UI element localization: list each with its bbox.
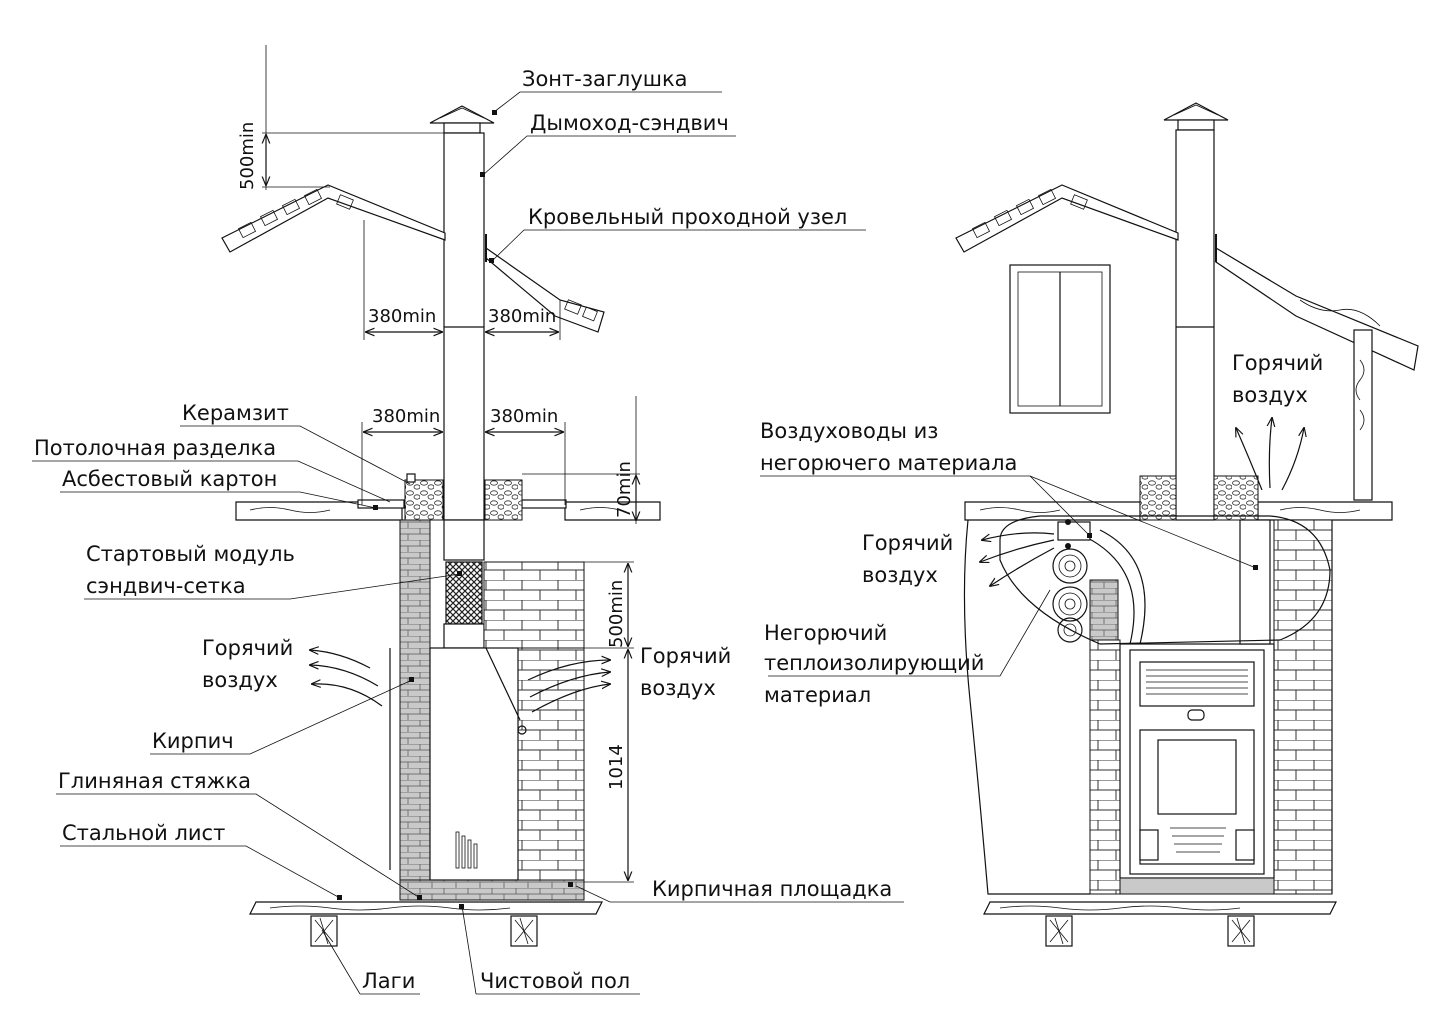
dim-top: 500min <box>237 122 258 190</box>
label-chimney: Дымоход-сэндвич <box>530 111 729 135</box>
dim-roof-left: 380min <box>368 306 436 327</box>
label-ducts-2: негорючего материала <box>760 451 1017 475</box>
label-insul-1: Негорючий <box>764 621 887 645</box>
label-start-module-2: сэндвич-сетка <box>86 574 246 598</box>
chimney-cap-left <box>429 105 495 134</box>
label-hot-air-left-1: Горячий <box>202 636 293 660</box>
brick-enclosure-right <box>1089 519 1333 895</box>
roof-left <box>221 184 605 333</box>
label-ducts-1: Воздуховоды из <box>760 419 938 443</box>
hot-air-arrows-left <box>310 650 610 713</box>
leaders-right <box>760 475 1258 677</box>
label-hot-air-left-1-right: Горячий <box>862 531 953 555</box>
label-hot-air-top-2: воздух <box>1232 383 1308 407</box>
hot-air-arrows-right <box>980 418 1304 586</box>
dim-ceil-right: 380min <box>490 406 558 427</box>
label-claydite: Керамзит <box>182 401 289 425</box>
roof-right <box>955 184 1419 501</box>
label-finish-floor: Чистовой пол <box>480 969 630 993</box>
label-brick: Кирпич <box>152 729 234 753</box>
label-start-module-1: Стартовый модуль <box>86 542 295 566</box>
dim-height: 1014 <box>606 744 627 790</box>
wall-outline-right <box>963 519 1090 895</box>
stove-left <box>389 647 527 881</box>
stove-right <box>1119 643 1275 895</box>
chimney-cap-right <box>1163 102 1229 131</box>
label-joists: Лаги <box>362 969 415 993</box>
dimensions-left <box>262 45 640 883</box>
air-ducts-right <box>1057 519 1271 645</box>
label-roof-unit: Кровельный проходной узел <box>528 205 847 229</box>
label-hot-air-top-1: Горячий <box>1232 351 1323 375</box>
chimney-pipe-left <box>443 132 485 649</box>
dim-insulation: 70min <box>614 461 635 518</box>
label-ceiling-cut: Потолочная разделка <box>34 436 276 460</box>
floor-right <box>983 901 1337 947</box>
insulation-outline-right <box>999 515 1331 645</box>
window-right <box>1009 264 1111 414</box>
label-insul-2: теплоизолирующий <box>764 651 984 675</box>
label-hot-air-right-2: воздух <box>640 676 716 700</box>
label-clay-screed: Глиняная стяжка <box>58 769 251 793</box>
dim-grid: 500min <box>606 580 627 648</box>
label-cap: Зонт-заглушка <box>522 67 688 91</box>
label-brick-platform: Кирпичная площадка <box>652 877 892 901</box>
dim-roof-right: 380min <box>488 306 556 327</box>
label-hot-air-left-2: воздух <box>202 668 278 692</box>
label-hot-air-left-2-right: воздух <box>862 563 938 587</box>
left-section: Зонт-заглушка Дымоход-сэндвич Кровельный… <box>32 45 904 995</box>
label-asbestos: Асбестовый картон <box>62 467 277 491</box>
leaders-left <box>32 91 904 995</box>
insulation-rolls-right <box>1052 548 1088 643</box>
chimney-pipe-right <box>1175 129 1215 521</box>
right-section: Воздуховоды из негорючего материала Горя… <box>760 102 1419 947</box>
label-insul-3: материал <box>764 683 871 707</box>
floor-left <box>249 901 603 947</box>
label-steel-sheet: Стальной лист <box>62 821 225 845</box>
dim-ceil-left: 380min <box>372 406 440 427</box>
label-hot-air-right-1: Горячий <box>640 644 731 668</box>
